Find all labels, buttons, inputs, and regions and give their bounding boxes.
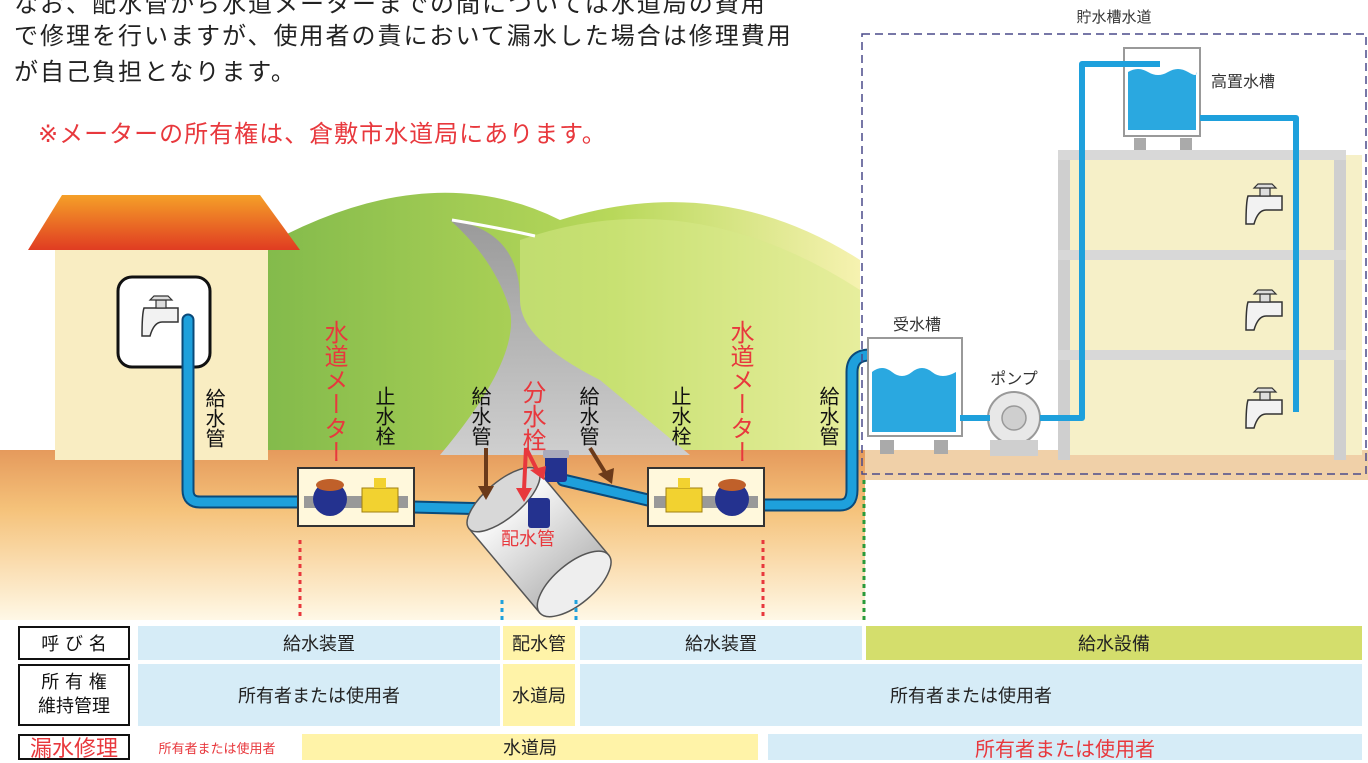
pointer-arrows (478, 446, 614, 502)
cell-repair-owner-right: 所有者または使用者 (768, 734, 1362, 761)
intro-line-1: なお、配水管から水道メーターまでの間については水道局の費用 (14, 0, 767, 18)
water-meter-label-left: 水道メーター (320, 320, 348, 464)
house-roof (28, 195, 300, 250)
building-frame (1058, 150, 1362, 460)
row-header-name: 呼 び 名 (18, 626, 130, 660)
tank-pipes (960, 61, 1299, 421)
faucet-icon (1245, 183, 1283, 225)
cell-supply-device-right: 給水装置 (580, 626, 862, 660)
boundary-lines (298, 480, 866, 620)
receiving-tank-label: 受水槽 (893, 315, 941, 334)
supply-pipe-label-3: 給水管 (576, 386, 600, 446)
main-pipe-label: 配水管 (501, 529, 555, 550)
row-header-leak-repair: 漏水修理 (18, 734, 130, 762)
row-header-ownership-a: 所 有 権 (41, 672, 107, 693)
supply-pipes (181, 313, 877, 517)
meter-box-right (647, 467, 765, 527)
supply-pipe-label-4: 給水管 (816, 386, 840, 446)
cell-supply-device-left: 給水装置 (138, 626, 500, 660)
branch-valve-label: 分水栓 (518, 380, 546, 452)
meter-ownership-notice: ※メーターの所有権は、倉敷市水道局にあります。 (38, 120, 607, 148)
intro-line-3: が自己負担となります。 (14, 58, 297, 86)
stop-valve-label-right: 止水栓 (668, 386, 692, 446)
cell-main-pipe: 配水管 (503, 626, 575, 660)
faucet-icon (1245, 387, 1283, 429)
pump-label: ポンプ (990, 369, 1038, 388)
cell-owner-left: 所有者または使用者 (138, 664, 500, 726)
supply-pipe-label-1: 給水管 (202, 388, 226, 448)
row-header-ownership: 所 有 権 維持管理 (18, 664, 130, 726)
receiving-tank (867, 337, 963, 454)
water-supply-diagram: 貯水槽水道 高置水槽 受水槽 ポンプ 配水管 水道メーター 止水栓 給水管 給水… (0, 8, 1368, 620)
tank-system-label: 貯水槽水道 (1076, 8, 1151, 26)
road (440, 220, 690, 455)
cell-water-bureau: 水道局 (503, 664, 575, 726)
row-header-ownership-b: 維持管理 (38, 696, 110, 717)
cell-repair-bureau: 水道局 (302, 734, 758, 760)
supply-pipe-label-2: 給水管 (468, 386, 492, 446)
stop-valve-label-left: 止水栓 (372, 386, 396, 446)
meter-box-left (297, 467, 415, 527)
intro-line-2: で修理を行いますが、使用者の責において漏水した場合は修理費用 (14, 22, 793, 50)
elevated-tank-label: 高置水槽 (1211, 72, 1275, 91)
faucet-icon (1245, 289, 1283, 331)
cell-repair-owner-left: 所有者または使用者 (138, 734, 296, 760)
tank-system-boundary (861, 33, 1367, 475)
faucet-icon (141, 295, 179, 337)
water-meter-label-right: 水道メーター (726, 320, 754, 464)
cell-supply-facility: 給水設備 (866, 626, 1362, 660)
branch-valve-icon (528, 450, 569, 528)
main-pipe (466, 466, 612, 618)
pump-icon (987, 391, 1041, 456)
cell-owner-right: 所有者または使用者 (580, 664, 1362, 726)
